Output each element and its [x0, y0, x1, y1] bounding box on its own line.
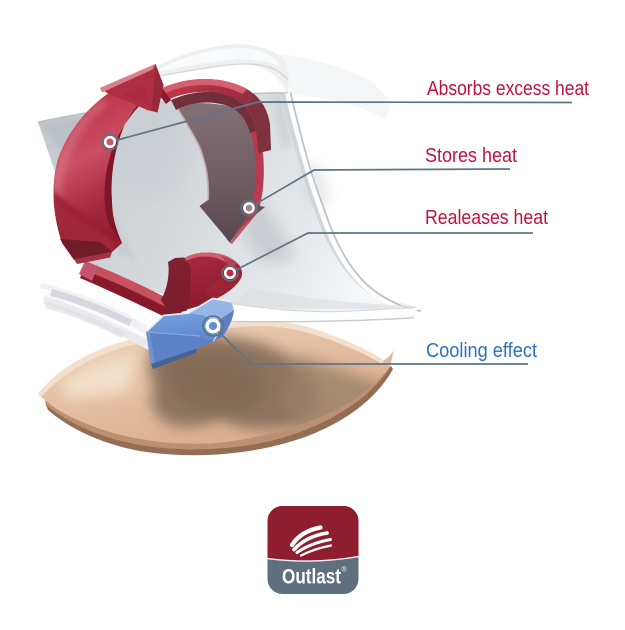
svg-text:Cooling effect: Cooling effect [426, 340, 537, 362]
svg-text:Realeases heat: Realeases heat [425, 207, 548, 229]
svg-text:®: ® [342, 566, 348, 574]
svg-text:Outlast: Outlast [282, 566, 341, 589]
svg-text:Absorbs excess heat: Absorbs excess heat [427, 78, 589, 100]
svg-text:Stores heat: Stores heat [425, 145, 517, 167]
